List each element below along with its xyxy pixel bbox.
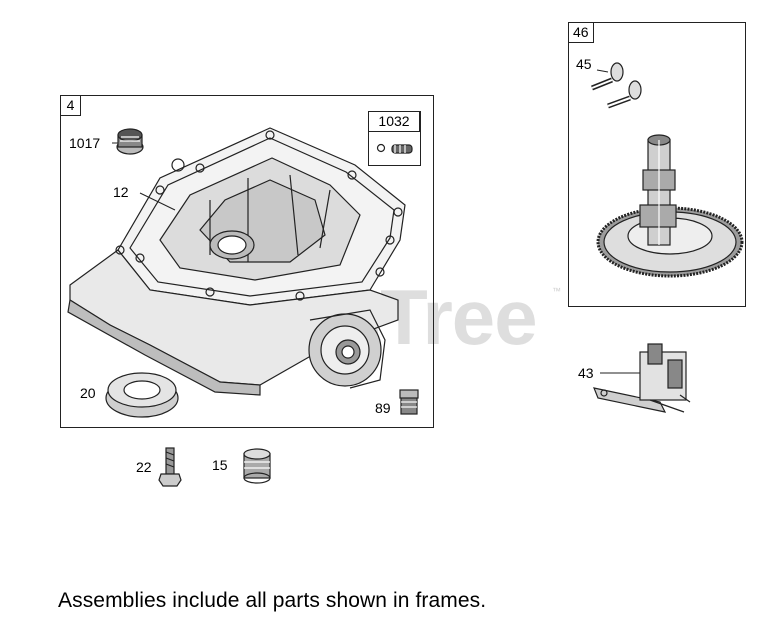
frame-kit: 1032 bbox=[368, 111, 421, 166]
frame-label-cam: 46 bbox=[569, 23, 594, 43]
governor-part bbox=[593, 343, 691, 413]
frame-label-kit: 1032 bbox=[369, 112, 420, 132]
watermark-trademark: ™ bbox=[552, 286, 561, 296]
callout-43: 43 bbox=[578, 365, 594, 381]
oil-sump-part bbox=[67, 127, 406, 396]
callout-89: 89 bbox=[375, 400, 391, 416]
callout-22: 22 bbox=[136, 459, 152, 475]
bolt-part bbox=[158, 447, 182, 487]
tappets-part bbox=[591, 62, 642, 109]
camshaft-part bbox=[596, 134, 744, 278]
callout-45: 45 bbox=[576, 56, 592, 72]
breather-cap-part bbox=[116, 128, 144, 155]
diagram-caption: Assemblies include all parts shown in fr… bbox=[58, 589, 487, 612]
pipe-plug-part bbox=[243, 448, 271, 484]
frame-camshaft-assembly: 46 bbox=[568, 22, 746, 307]
kit-parts bbox=[376, 143, 413, 154]
callout-20: 20 bbox=[80, 385, 96, 401]
frame-main-assembly: 4 bbox=[60, 95, 434, 428]
callout-1017: 1017 bbox=[69, 135, 101, 151]
drain-plug-part bbox=[399, 389, 419, 415]
callout-12: 12 bbox=[113, 184, 129, 200]
callout-15: 15 bbox=[212, 457, 228, 473]
oil-seal-part bbox=[105, 372, 179, 418]
frame-label-main: 4 bbox=[61, 96, 81, 116]
